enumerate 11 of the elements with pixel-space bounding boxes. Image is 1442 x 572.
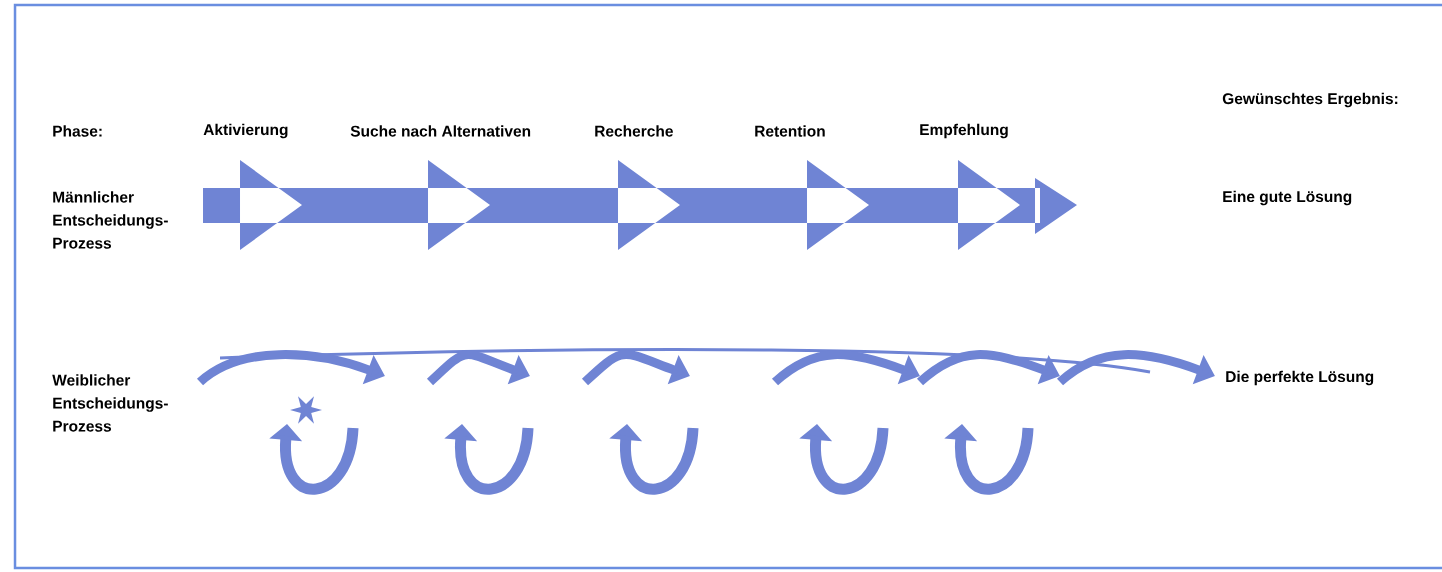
label-text: Weiblicher Entscheidungs-Prozess <box>52 374 168 432</box>
label-text: Männlicher Entscheidungs-Prozess <box>53 191 168 249</box>
label-text: Recherche <box>595 125 673 137</box>
label-text: Eine gute Lösung <box>1223 190 1352 206</box>
label-text: Gewünschtes Ergebnis: <box>1222 92 1398 108</box>
label-text: Suche nach Alternativen <box>350 125 531 137</box>
label-text: Phase: <box>53 125 102 137</box>
label-text: Retention <box>755 125 825 137</box>
label-text: Die perfekte Lösung <box>1226 370 1374 386</box>
label-text: Aktivierung <box>203 123 288 139</box>
label-text: Empfehlung <box>920 123 1008 139</box>
